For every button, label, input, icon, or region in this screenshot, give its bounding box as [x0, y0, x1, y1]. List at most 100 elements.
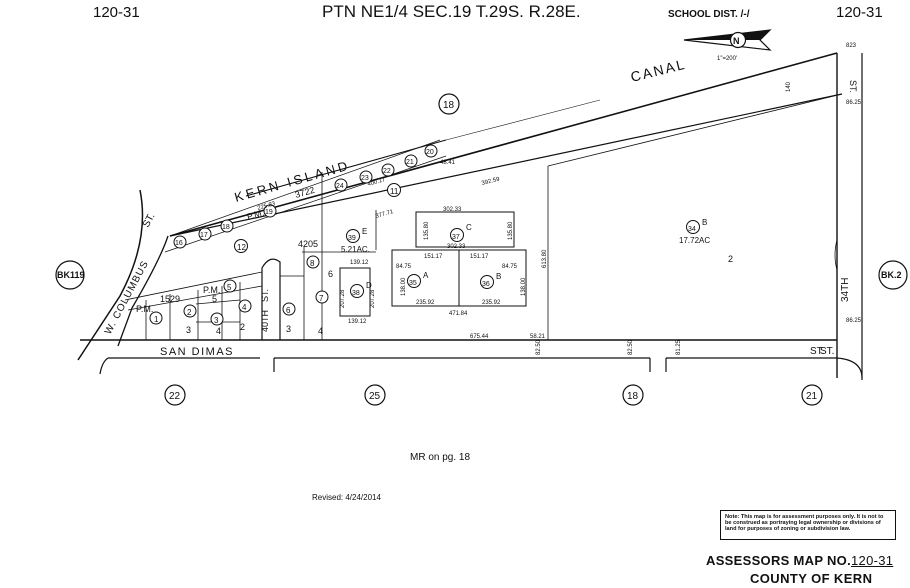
school-district: SCHOOL DIST. /-/ — [668, 9, 750, 20]
w-columbus-st-suffix: ST. — [141, 211, 157, 229]
adjacent-map-21: 21 — [801, 384, 823, 406]
svg-text:4: 4 — [242, 303, 247, 312]
svg-text:16: 16 — [175, 240, 183, 247]
svg-text:18: 18 — [222, 224, 230, 231]
svg-text:5: 5 — [227, 283, 232, 292]
svg-text:22: 22 — [169, 391, 181, 402]
canal-label: CANAL — [629, 56, 688, 85]
svg-text:6: 6 — [286, 306, 291, 315]
svg-text:135.80: 135.80 — [508, 221, 514, 240]
mr-reference: MR on pg. 18 — [410, 452, 470, 463]
svg-text:12: 12 — [237, 243, 246, 252]
svg-text:25: 25 — [369, 391, 381, 402]
svg-text:B: B — [496, 272, 501, 281]
block-11-marker: 11 — [387, 183, 401, 197]
svg-text:2: 2 — [187, 308, 192, 317]
adjacent-bk2: BK.2 — [878, 260, 908, 290]
block-7-marker: 7 — [315, 290, 329, 304]
canal-lot-strip — [164, 139, 447, 253]
lot-4: 4 — [318, 326, 323, 336]
svg-text:19: 19 — [265, 209, 273, 216]
40th-st-suffix: ST. — [260, 289, 270, 302]
assessors-map-num: 120-31 — [851, 553, 894, 568]
lot-lines — [124, 93, 843, 340]
svg-text:22: 22 — [383, 168, 391, 175]
svg-text:24: 24 — [336, 183, 344, 190]
block-4-marker: 4 — [238, 299, 252, 313]
svg-text:D: D — [366, 281, 372, 290]
svg-text:86.25: 86.25 — [846, 100, 862, 106]
adjacent-map-18-bottom: 18 — [622, 384, 644, 406]
lot-6: 6 — [328, 269, 333, 279]
svg-text:140: 140 — [786, 81, 792, 92]
adjacent-bk119: BK119 — [55, 260, 85, 290]
svg-text:151.17: 151.17 — [470, 254, 489, 260]
kern-island-label: KERN ISLAND — [233, 157, 352, 204]
lot-3: 3 — [286, 324, 291, 334]
svg-text:135.80: 135.80 — [424, 221, 430, 240]
block-1-marker: 1 — [149, 311, 163, 325]
svg-text:302.33: 302.33 — [443, 207, 462, 213]
svg-text:1: 1 — [154, 315, 159, 324]
svg-text:37: 37 — [452, 234, 460, 241]
34th-st-name: 34TH — [840, 278, 851, 302]
map-title: PTN NE1/4 SEC.19 T.29S. R.28E. — [322, 2, 581, 21]
svg-text:392.59: 392.59 — [481, 177, 501, 187]
svg-text:823: 823 — [846, 43, 857, 49]
block-6-marker: 6 — [282, 302, 296, 316]
svg-text:8: 8 — [310, 259, 315, 268]
san-dimas-label: SAN DIMAS — [160, 346, 234, 358]
block-2-marker: 2 — [183, 304, 197, 318]
svg-text:34: 34 — [688, 226, 696, 233]
pm-mid: P.M. — [203, 285, 220, 295]
revised-date: Revised: 4/24/2014 — [312, 493, 381, 502]
svg-text:377.71: 377.71 — [375, 209, 395, 220]
svg-text:58.21: 58.21 — [530, 334, 546, 340]
dimension-labels: 302.33 302.33 235.92 235.92 471.84 151.1… — [257, 43, 862, 355]
san-dimas-st — [80, 339, 863, 379]
block-8-marker: 8 — [306, 255, 320, 269]
svg-text:BK.2: BK.2 — [881, 270, 902, 280]
lot-4-small: 4 — [216, 326, 221, 336]
parcel-block-35-37 — [391, 211, 527, 307]
svg-text:302.33: 302.33 — [447, 244, 466, 250]
svg-text:675.44: 675.44 — [470, 334, 489, 340]
svg-text:138.00: 138.00 — [401, 277, 407, 296]
svg-text:48.41: 48.41 — [440, 160, 456, 166]
parcel-34-marker: 34 B 17.72AC — [679, 218, 710, 245]
pm-1529: 1529 — [160, 294, 180, 304]
svg-text:84.75: 84.75 — [502, 264, 518, 270]
svg-text:139.12: 139.12 — [348, 319, 367, 325]
svg-text:151.17: 151.17 — [424, 254, 443, 260]
parcel-38-marker: 38 D — [350, 281, 372, 298]
adjacent-map-25: 25 — [364, 384, 386, 406]
svg-text:81.25: 81.25 — [676, 339, 682, 355]
34th-st-suffix: ST. — [820, 346, 834, 357]
svg-text:17.72AC: 17.72AC — [679, 236, 710, 245]
svg-text:BK119: BK119 — [57, 270, 85, 280]
svg-text:235.92: 235.92 — [482, 300, 501, 306]
svg-text:471.84: 471.84 — [449, 311, 468, 317]
parcel-39-marker: 39 E 5.21AC. — [341, 227, 370, 254]
svg-text:139.12: 139.12 — [350, 260, 369, 266]
svg-text:235.92: 235.92 — [416, 300, 435, 306]
block-5-marker: 5 — [223, 279, 237, 293]
pm-top: P.M. — [246, 208, 265, 222]
parcel-37-marker: 37 C — [450, 223, 472, 242]
assessors-map-number: ASSESSORS MAP NO.120-31 — [706, 553, 893, 568]
svg-text:400.17: 400.17 — [367, 177, 387, 188]
svg-text:3: 3 — [214, 316, 219, 325]
county-name: COUNTY OF KERN — [750, 571, 873, 586]
svg-text:21: 21 — [806, 391, 818, 402]
svg-text:82.50: 82.50 — [536, 339, 542, 355]
assessors-map-prefix: ASSESSORS MAP NO. — [706, 553, 852, 568]
svg-text:613.80: 613.80 — [542, 249, 548, 268]
svg-text:E: E — [362, 227, 367, 236]
parcel-block-38 — [339, 267, 371, 317]
svg-text:35: 35 — [409, 280, 417, 287]
adjacent-map-22: 22 — [164, 384, 186, 406]
svg-text:21: 21 — [406, 159, 414, 166]
svg-text:7: 7 — [319, 294, 324, 303]
svg-text:20: 20 — [426, 149, 434, 156]
